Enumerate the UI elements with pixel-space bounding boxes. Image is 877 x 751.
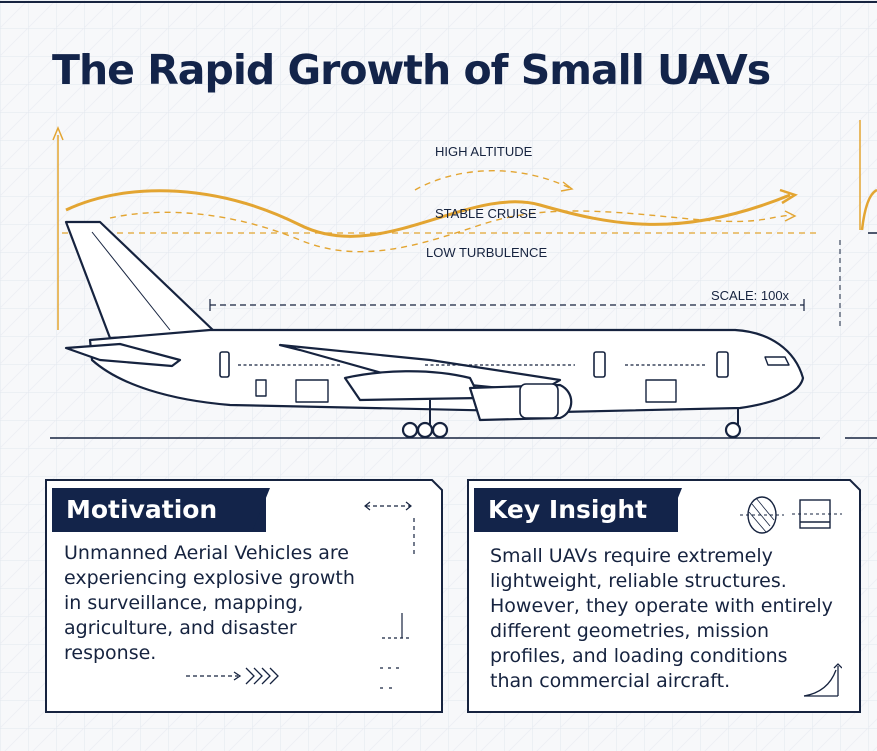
key-insight-heading: Key Insight	[474, 488, 678, 532]
motivation-line: Unmanned Aerial Vehicles are	[64, 542, 349, 564]
airliner-diagram: HIGH ALTITUDE STABLE CRUISE LOW TURBULEN…	[50, 120, 877, 439]
corner-tab-icon	[664, 488, 682, 532]
altitude-axis-icon	[52, 120, 877, 330]
page-title: The Rapid Growth of Small UAVs	[52, 46, 771, 94]
cross-section-icon	[740, 496, 842, 534]
key-insight-line: lightweight, reliable structures.	[490, 570, 787, 592]
motivation-frame	[45, 479, 443, 713]
key-insight-line: Small UAVs require extremely	[490, 545, 773, 567]
motivation-body: Unmanned Aerial Vehicles are experiencin…	[64, 541, 404, 666]
corner-tab-icon	[252, 488, 270, 532]
key-insight-line: than commercial aircraft.	[490, 670, 731, 692]
dimension-marks-icon	[364, 501, 415, 689]
scale-label: SCALE: 100x	[711, 288, 790, 303]
key-insight-body: Small UAVs require extremely lightweight…	[490, 544, 833, 694]
scale-dimension-icon	[209, 299, 805, 311]
motivation-heading: Motivation	[52, 488, 266, 532]
key-insight-line: However, they operate with entirely	[490, 595, 833, 617]
motivation-line: in surveillance, mapping,	[64, 592, 304, 614]
motivation-line: response.	[64, 642, 157, 664]
label-stable-cruise: STABLE CRUISE	[435, 206, 537, 221]
motivation-panel: Motivation Unmanned Aerial Vehicles are …	[44, 478, 444, 714]
load-curve-icon	[803, 663, 842, 697]
motivation-line: experiencing explosive growth	[64, 567, 355, 589]
chevron-arrows-icon	[186, 667, 279, 685]
motivation-line: agriculture, and disaster	[64, 617, 297, 639]
key-insight-line: profiles, and loading conditions	[490, 645, 788, 667]
key-insight-line: different geometries, mission	[490, 620, 770, 642]
key-insight-panel: Key Insight Small UAVs require extremely…	[466, 478, 862, 714]
label-low-turbulence: LOW TURBULENCE	[426, 245, 547, 260]
label-high-altitude: HIGH ALTITUDE	[435, 144, 533, 159]
flight-path-arrow-icon	[62, 170, 820, 253]
key-insight-frame	[467, 479, 861, 713]
airliner-icon	[64, 220, 805, 439]
